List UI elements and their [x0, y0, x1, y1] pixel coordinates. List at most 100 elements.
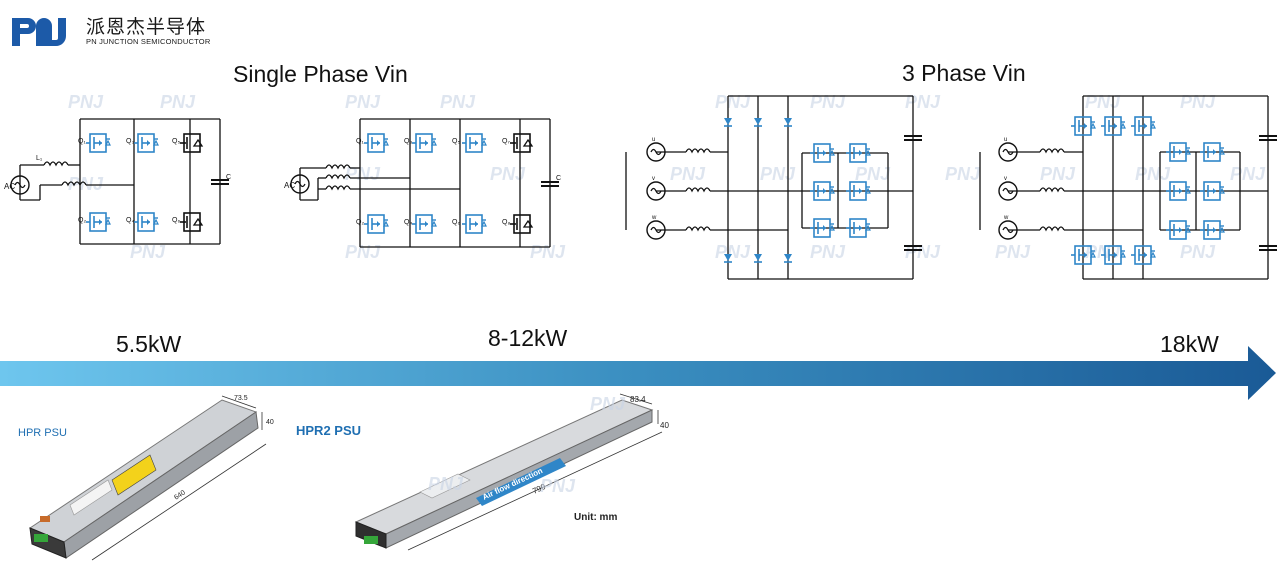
single-phase-circuit-a	[19, 118, 221, 245]
mosfet-icon	[133, 133, 159, 153]
phase-label: w	[651, 215, 657, 221]
power-level-label: 18kW	[1160, 331, 1219, 357]
inductor-icon	[43, 161, 69, 166]
watermark-logo: PNJ	[160, 92, 196, 112]
diode-icon	[753, 117, 763, 127]
hpr-height-dim: 40	[266, 419, 274, 426]
switch-label: Q₈	[502, 219, 510, 226]
igbt-icon	[179, 212, 203, 232]
switch-label: Q₃	[126, 138, 134, 145]
mosfet-icon	[133, 212, 159, 232]
cap-label: C	[226, 174, 231, 181]
switch-label: Q₅	[452, 138, 460, 145]
mosfet-icon	[809, 143, 835, 163]
switch-label: Q₄	[404, 219, 412, 226]
power-level-label: 5.5kW	[116, 331, 182, 357]
watermark-logo: PNJ	[428, 474, 464, 494]
inductor-icon	[685, 148, 711, 153]
circuit-diagrams: PNJ PNJ PNJ PNJ PNJ PNJ PNJ PNJ PNJ PNJ …	[4, 92, 1278, 280]
mosfet-icon	[461, 133, 487, 153]
switch-label: Q₁	[78, 138, 86, 145]
mosfet-icon	[845, 143, 871, 163]
watermark-logo: PNJ	[995, 242, 1031, 262]
watermark-logo: PNJ	[945, 164, 981, 184]
watermark-logo: PNJ	[715, 242, 751, 262]
mosfet-icon	[1165, 142, 1191, 162]
watermark-logo: PNJ	[670, 164, 706, 184]
switch-label: Q₅	[172, 138, 180, 145]
watermark-logo: PNJ	[905, 92, 941, 112]
hpr-psu-image: 73.5 40 640	[28, 395, 274, 561]
hpr-psu-label: HPR PSU	[18, 427, 67, 439]
single-phase-circuit-b	[299, 118, 551, 248]
watermark-logo: PNJ	[1230, 164, 1266, 184]
mosfet-icon	[411, 214, 437, 234]
watermark-logo: PNJ	[1180, 92, 1216, 112]
watermark-logo: PNJ	[715, 92, 751, 112]
watermark-logo: PNJ	[345, 164, 381, 184]
switch-label: Q₂	[78, 217, 86, 224]
watermark-logo: PNJ	[1135, 164, 1171, 184]
igbt-icon	[509, 214, 533, 234]
watermark-logo: PNJ	[590, 394, 626, 414]
ac-label: AC	[4, 182, 15, 191]
power-level-label: 8-12kW	[488, 325, 568, 351]
watermark-logo: PNJ	[810, 92, 846, 112]
inductor-icon	[1039, 226, 1065, 231]
hpr2-psu-image: Air flow direction 83.4 40 790	[354, 393, 669, 551]
mosfet-icon	[845, 181, 871, 201]
phase-label: u	[1004, 137, 1007, 143]
hpr-width-dim: 73.5	[234, 395, 248, 402]
three-phase-title: 3 Phase Vin	[902, 60, 1026, 86]
hpr2-height-dim: 40	[660, 421, 669, 430]
switch-label: Q₁	[356, 138, 364, 145]
watermark-logo: PNJ	[855, 164, 891, 184]
mosfet-icon	[845, 218, 871, 238]
mosfet-icon	[461, 214, 487, 234]
cap-label: C	[556, 175, 561, 182]
hpr2-psu-label: HPR2 PSU	[296, 423, 362, 438]
ac-label: AC	[284, 181, 295, 190]
inductor-icon	[1039, 148, 1065, 153]
watermark-logo: PNJ	[760, 164, 796, 184]
watermark-logo: PNJ	[530, 242, 566, 262]
single-phase-title: Single Phase Vin	[233, 61, 408, 87]
pnj-logo-icon	[12, 18, 66, 46]
mosfet-icon	[809, 181, 835, 201]
mosfet-icon	[1165, 181, 1191, 201]
inductor-label: L₁	[36, 155, 43, 162]
switch-label: Q₆	[452, 219, 460, 226]
switch-label: Q₂	[356, 219, 364, 226]
phase-label: w	[1003, 215, 1009, 221]
watermark-logo: PNJ	[1180, 242, 1216, 262]
switch-label: Q₆	[172, 217, 180, 224]
diode-icon	[783, 117, 793, 127]
watermark-logo: PNJ	[68, 92, 104, 112]
igbt-icon	[179, 133, 203, 153]
mosfet-icon	[1199, 220, 1225, 240]
inductor-icon	[685, 187, 711, 192]
watermark-logo: PNJ	[1085, 92, 1121, 112]
mosfet-icon	[85, 133, 111, 153]
mosfet-icon	[363, 214, 389, 234]
watermark-layer: PNJ PNJ PNJ PNJ PNJ PNJ PNJ PNJ PNJ PNJ …	[68, 92, 1266, 262]
inductor-icon	[685, 226, 711, 231]
diode-icon	[723, 117, 733, 127]
mosfet-icon	[1199, 142, 1225, 162]
mosfet-icon	[809, 218, 835, 238]
company-name-cn: 派恩杰半导体	[86, 16, 207, 38]
igbt-icon	[509, 133, 533, 153]
inductor-icon	[1039, 187, 1065, 192]
hpr2-width-dim: 83.4	[630, 395, 646, 404]
phase-label: v	[652, 176, 655, 182]
company-name-en: PN JUNCTION SEMICONDUCTOR	[86, 37, 211, 46]
watermark-logo: PNJ	[540, 476, 576, 496]
diode-icon	[753, 253, 763, 263]
inductor-icon	[325, 185, 351, 190]
watermark-logo: PNJ	[345, 92, 381, 112]
psu-illustrations: 73.5 40 640 Air flow direction 83.4 40 7…	[28, 393, 669, 561]
power-progression-arrow	[0, 346, 1276, 400]
unit-label: Unit: mm	[574, 512, 618, 523]
mosfet-icon	[411, 133, 437, 153]
diode-icon	[783, 253, 793, 263]
